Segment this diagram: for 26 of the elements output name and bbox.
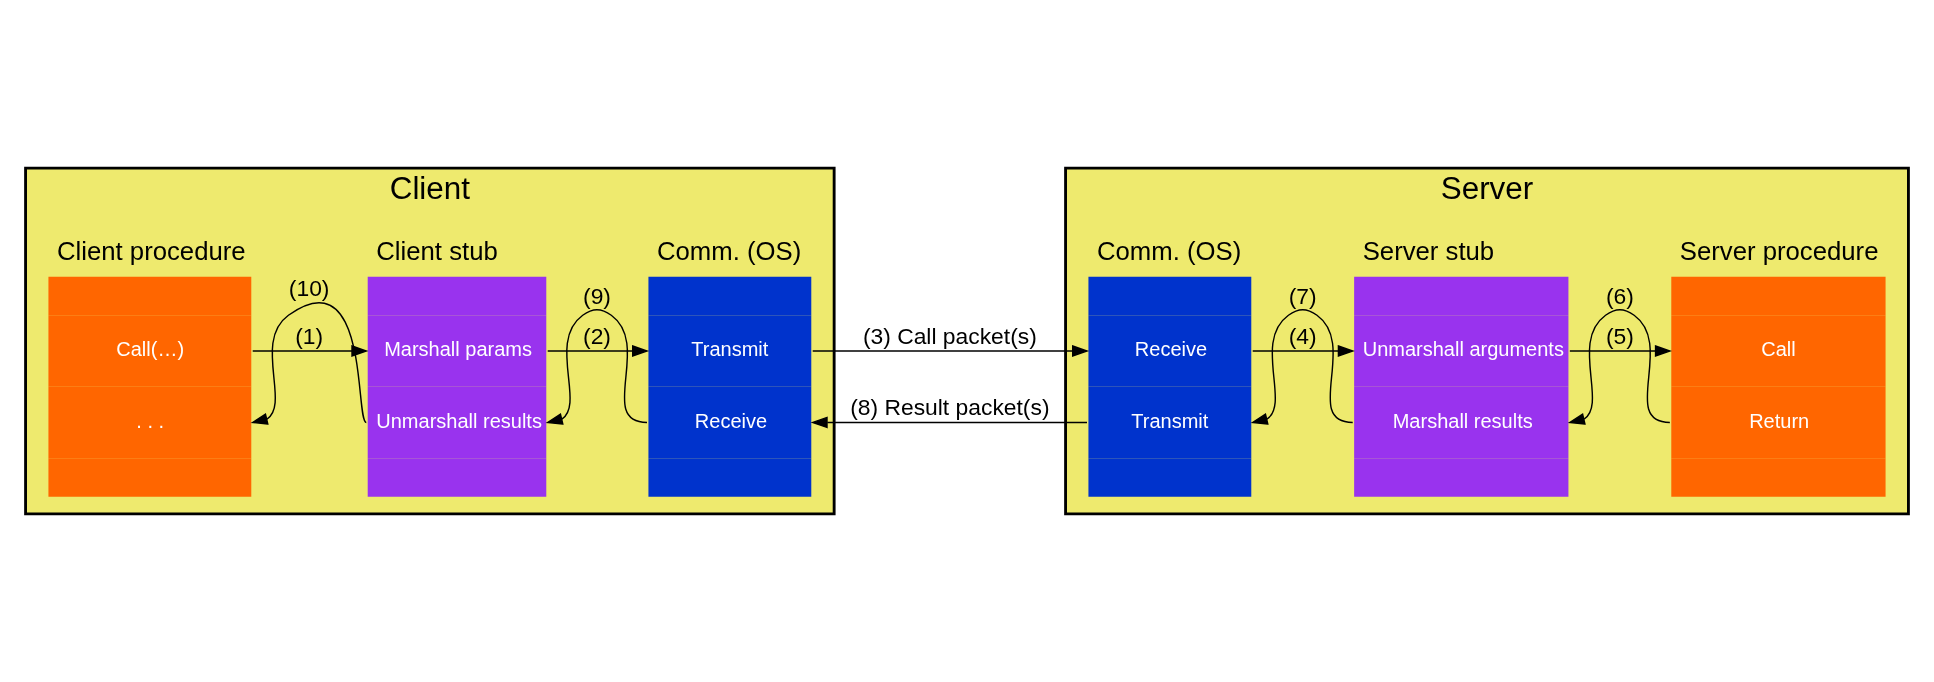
node-label: Client procedure — [57, 237, 246, 266]
arrow — [1569, 345, 1673, 357]
edge-label: (1) — [295, 322, 324, 349]
edge-label: (4) — [1288, 322, 1317, 349]
arrow — [1567, 309, 1671, 425]
edge-label: (8) Result packet(s) — [850, 394, 1050, 420]
edge-label: (9) — [583, 282, 611, 309]
arrow — [812, 345, 1090, 357]
node-label: Server procedure — [1679, 237, 1879, 266]
arrow — [252, 345, 369, 357]
arrow — [545, 309, 648, 425]
edge-label: (6) — [1605, 282, 1634, 309]
arrow — [1252, 345, 1355, 357]
edge-label: (3) Call packet(s) — [862, 322, 1037, 349]
arrow — [810, 416, 1088, 429]
node-label: Comm. (OS) — [1097, 237, 1242, 266]
arrow — [1250, 309, 1354, 425]
edge-label: (5) — [1605, 322, 1634, 349]
arrow — [547, 345, 650, 357]
edge-label: (10) — [288, 275, 330, 302]
edge-label: (7) — [1288, 282, 1317, 309]
node-label: Client stub — [376, 237, 498, 266]
edge-label: (2) — [583, 322, 611, 349]
node-label: Server stub — [1362, 237, 1495, 266]
node-label: Comm. (OS) — [657, 237, 802, 266]
arrow — [250, 302, 367, 425]
